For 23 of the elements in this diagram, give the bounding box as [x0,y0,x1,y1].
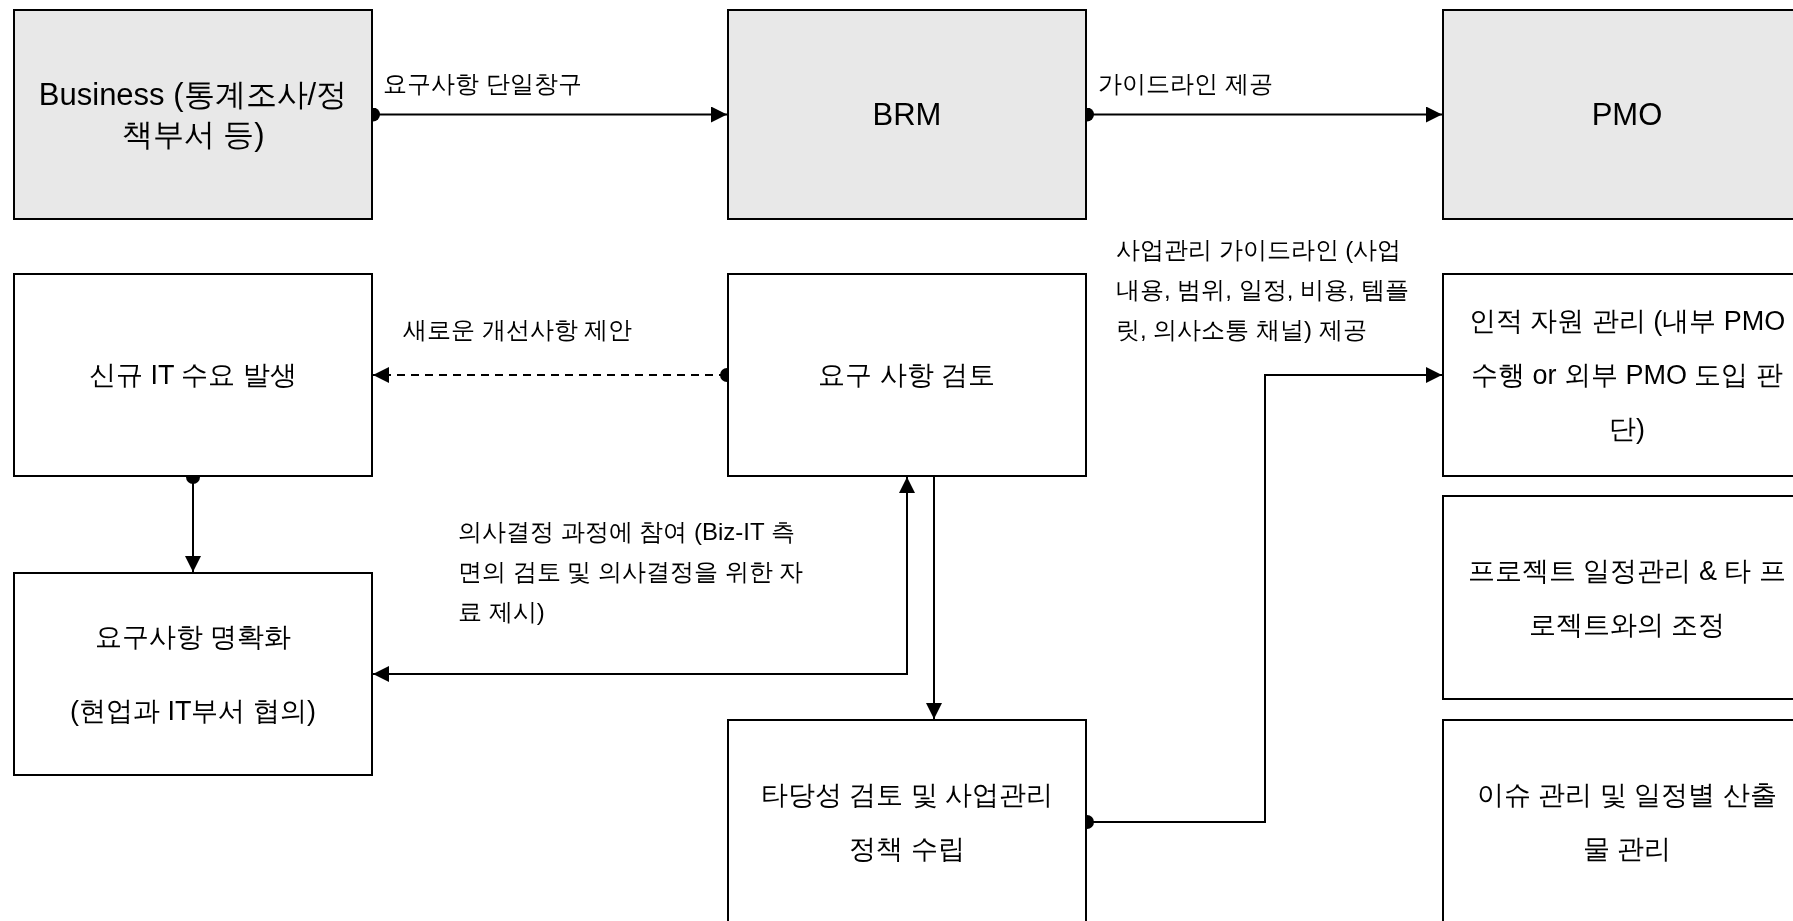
arrow [372,476,915,682]
process-box [13,9,373,220]
box-text: 타당성 검토 및 사업관리 정책 수립 [759,779,1055,866]
process-box [13,572,373,776]
box-text: PMO [1591,95,1663,134]
box-text: 프로젝트 일정관리 & 타 프로젝트와의 조정 [1467,554,1787,642]
process-box [727,719,1087,921]
box-text: 인적 자원 관리 (내부 PMO 수행 or 외부 PMO 도입 판단) [1467,305,1787,446]
box-text: BRM [872,95,942,134]
arrow [926,476,942,720]
box-text: 신규 IT 수요 발생 [89,359,297,392]
process-box [1442,719,1793,921]
process-box [13,273,373,477]
box-text: 요구사항 명확화 [94,621,292,654]
process-box [727,9,1087,220]
box-text: (현업과 IT부서 협의) [70,695,316,728]
process-box [727,273,1087,477]
box-text: Business (통계조사/정책부서 등) [37,75,349,154]
box-text: 요구 사항 검토 [818,359,996,392]
process-box [1442,273,1793,477]
process-box [1442,495,1793,700]
box-text: 이슈 관리 및 일정별 산출물 관리 [1476,779,1778,866]
process-box [1442,9,1793,220]
